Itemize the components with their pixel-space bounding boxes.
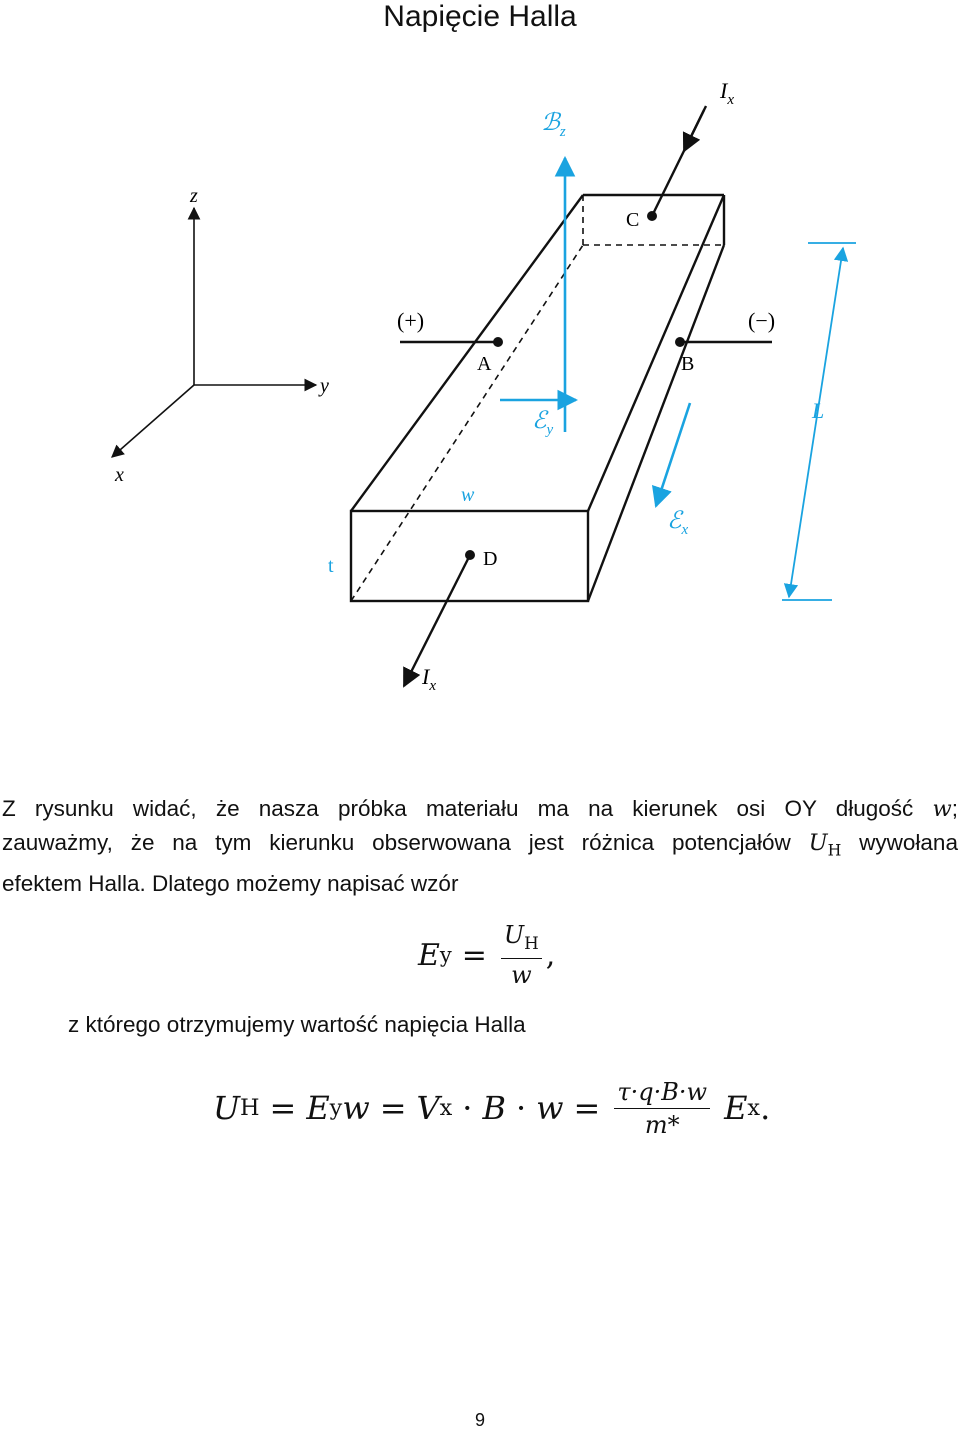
page-title: Napięcie Halla (383, 0, 577, 33)
point-a-label: A (477, 353, 492, 375)
paragraph-intro: Z rysunku widać, że nasza próbka materia… (2, 792, 958, 900)
electric-field-x-arrow (651, 402, 692, 508)
sample-block (349, 193, 726, 603)
current-in-arrow (682, 109, 706, 153)
paragraph-line-3: efektem Halla. Dlatego możemy napisać wz… (2, 870, 459, 896)
paragraph-line-1: Z rysunku widać, że nasza próbka materia… (2, 796, 958, 822)
fraction: τ·q·B·w m* (614, 1078, 711, 1139)
width-label: w (461, 484, 475, 506)
x-axis (111, 384, 195, 458)
hall-effect-diagram: z y x A B C D (+) (−) Ix Ix ℬz ℰy (111, 78, 856, 694)
point-b-dot (675, 337, 685, 347)
electric-field-y-label: ℰy (532, 408, 554, 438)
current-top-label: Ix (719, 78, 734, 108)
coordinate-axes (111, 206, 318, 458)
z-axis-label: z (189, 185, 198, 207)
thickness-label: t (328, 555, 334, 577)
fraction: UH w (500, 921, 542, 989)
magnetic-field-label: ℬz (541, 110, 566, 140)
x-axis-label: x (114, 464, 124, 486)
paragraph-hall-voltage: z którego otrzymujemy wartość napięcia H… (68, 1012, 526, 1037)
length-dimension (782, 242, 856, 601)
point-c-label: C (626, 209, 639, 231)
point-d-label: D (483, 548, 497, 570)
minus-terminal-label: (−) (748, 308, 775, 333)
length-label: L (811, 398, 824, 423)
point-a-dot (493, 337, 503, 347)
point-b-label: B (681, 353, 694, 375)
page-number: 9 (474, 1410, 485, 1430)
current-bottom-label: Ix (421, 664, 436, 694)
plus-terminal-label: (+) (397, 308, 424, 333)
paragraph-line-2: zauważmy, że na tym kierunku obserwowana… (2, 830, 958, 860)
y-axis-label: y (318, 375, 329, 397)
current-out-arrow (402, 554, 472, 688)
electric-field-x-label: ℰx (667, 508, 689, 538)
